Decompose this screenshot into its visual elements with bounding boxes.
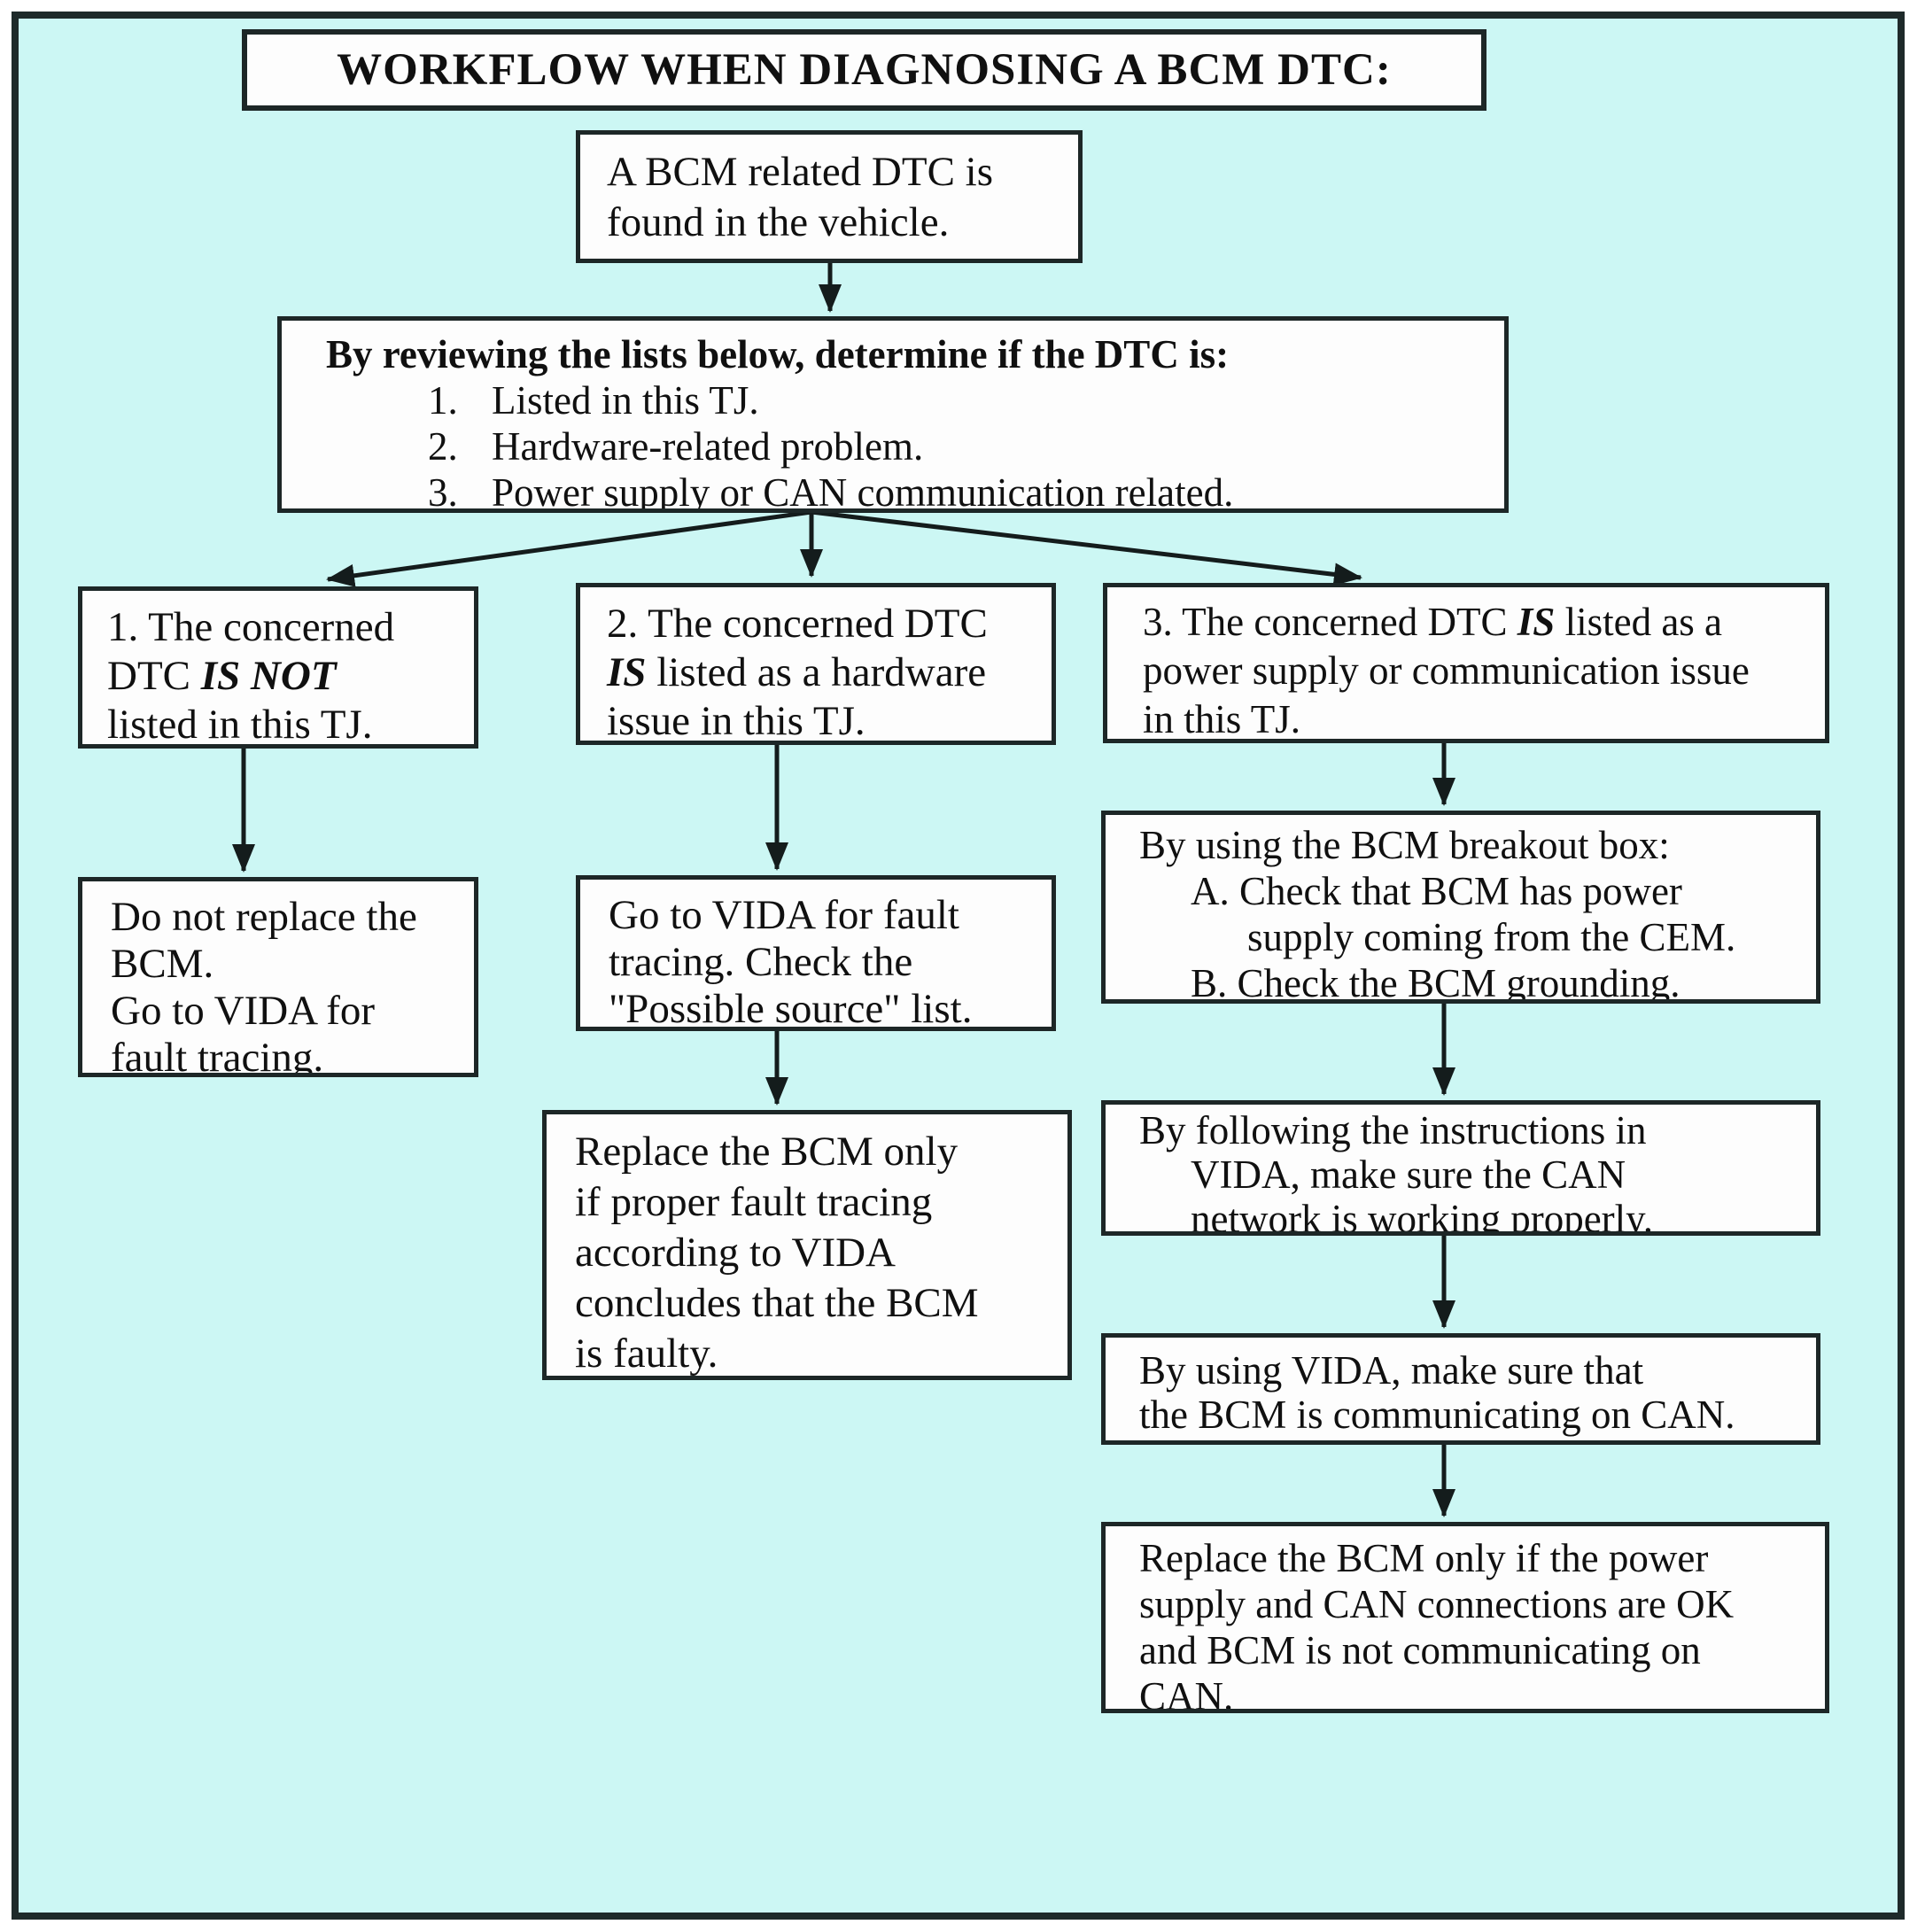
case-1-not-listed-box: 1. The concerned DTC IS NOT listed in th… xyxy=(78,586,478,749)
case-1-line-2: DTC IS NOT xyxy=(107,653,337,699)
decision-item-1-number: 1. xyxy=(428,378,458,423)
decision-item-3-number: 3. xyxy=(428,470,458,513)
case-3-line-2: power supply or communication issue xyxy=(1143,648,1750,693)
case-3-power-communication-box: 3. The concerned DTC IS listed as a powe… xyxy=(1103,583,1829,743)
decision-item-3-text: Power supply or CAN communication relate… xyxy=(492,470,1234,513)
decision-box: By reviewing the lists below, determine … xyxy=(277,316,1509,513)
case-2-emphasis: IS xyxy=(607,649,647,695)
decision-item-2-text: Hardware-related problem. xyxy=(492,424,924,469)
decision-item-2-number: 2. xyxy=(428,424,458,469)
start-box-text: A BCM related DTC is found in the vehicl… xyxy=(607,149,994,245)
action-bcm-communicating-check-box: By using VIDA, make sure that the BCM is… xyxy=(1101,1333,1820,1445)
breakout-line-4: B. Check the BCM grounding. xyxy=(1191,961,1680,1004)
breakout-line-3: supply coming from the CEM. xyxy=(1247,915,1736,959)
case-3-line-3: in this TJ. xyxy=(1143,697,1300,741)
decision-header: By reviewing the lists below, determine … xyxy=(326,332,1230,376)
breakout-line-1: By using the BCM breakout box: xyxy=(1139,823,1670,867)
can-network-line-2: VIDA, make sure the CAN xyxy=(1191,1152,1626,1197)
case-1-emphasis: IS NOT xyxy=(200,653,337,699)
diagram-title-box: WORKFLOW WHEN DIAGNOSING A BCM DTC: xyxy=(242,29,1486,111)
action-replace-after-fault-tracing-text: Replace the BCM only if proper fault tra… xyxy=(575,1129,979,1377)
decision-item-2: 2. Hardware-related problem. xyxy=(428,423,1495,469)
case-2-line-2: IS listed as a hardware xyxy=(607,649,987,695)
decision-item-3: 3. Power supply or CAN communication rel… xyxy=(428,469,1495,513)
action-replace-if-connections-ok-text: Replace the BCM only if the power supply… xyxy=(1139,1536,1735,1713)
start-box: A BCM related DTC is found in the vehicl… xyxy=(576,130,1083,263)
decision-item-1-text: Listed in this TJ. xyxy=(492,378,759,423)
action-can-network-check-box: By following the instructions in VIDA, m… xyxy=(1101,1100,1820,1236)
decision-item-1: 1. Listed in this TJ. xyxy=(428,377,1495,423)
case-1-line-3: listed in this TJ. xyxy=(107,702,373,748)
case-1-line-1: 1. The concerned xyxy=(107,604,395,650)
case-2-hardware-box: 2. The concerned DTC IS listed as a hard… xyxy=(576,583,1056,745)
action-vida-possible-source-box: Go to VIDA for fault tracing. Check the … xyxy=(576,875,1056,1031)
can-network-line-1: By following the instructions in xyxy=(1139,1108,1647,1152)
diagram-title: WORKFLOW WHEN DIAGNOSING A BCM DTC: xyxy=(337,45,1392,95)
action-replace-after-fault-tracing-box: Replace the BCM only if proper fault tra… xyxy=(542,1110,1072,1380)
action-bcm-communicating-text: By using VIDA, make sure that the BCM is… xyxy=(1139,1348,1735,1437)
action-vida-possible-source-text: Go to VIDA for fault tracing. Check the … xyxy=(609,892,973,1031)
can-network-line-3: network is working properly. xyxy=(1191,1197,1653,1236)
action-do-not-replace-text: Do not replace the BCM. Go to VIDA for f… xyxy=(111,894,417,1077)
case-2-line-1: 2. The concerned DTC xyxy=(607,601,988,647)
case-3-line-1: 3. The concerned DTC IS listed as a xyxy=(1143,600,1723,644)
action-replace-if-connections-ok-box: Replace the BCM only if the power supply… xyxy=(1101,1522,1829,1713)
case-3-emphasis: IS xyxy=(1517,600,1556,644)
case-2-line-3: issue in this TJ. xyxy=(607,698,865,744)
breakout-line-2: A. Check that BCM has power xyxy=(1191,869,1682,913)
action-do-not-replace-box: Do not replace the BCM. Go to VIDA for f… xyxy=(78,877,478,1077)
action-breakout-box-checks-box: By using the BCM breakout box: A. Check … xyxy=(1101,811,1820,1004)
